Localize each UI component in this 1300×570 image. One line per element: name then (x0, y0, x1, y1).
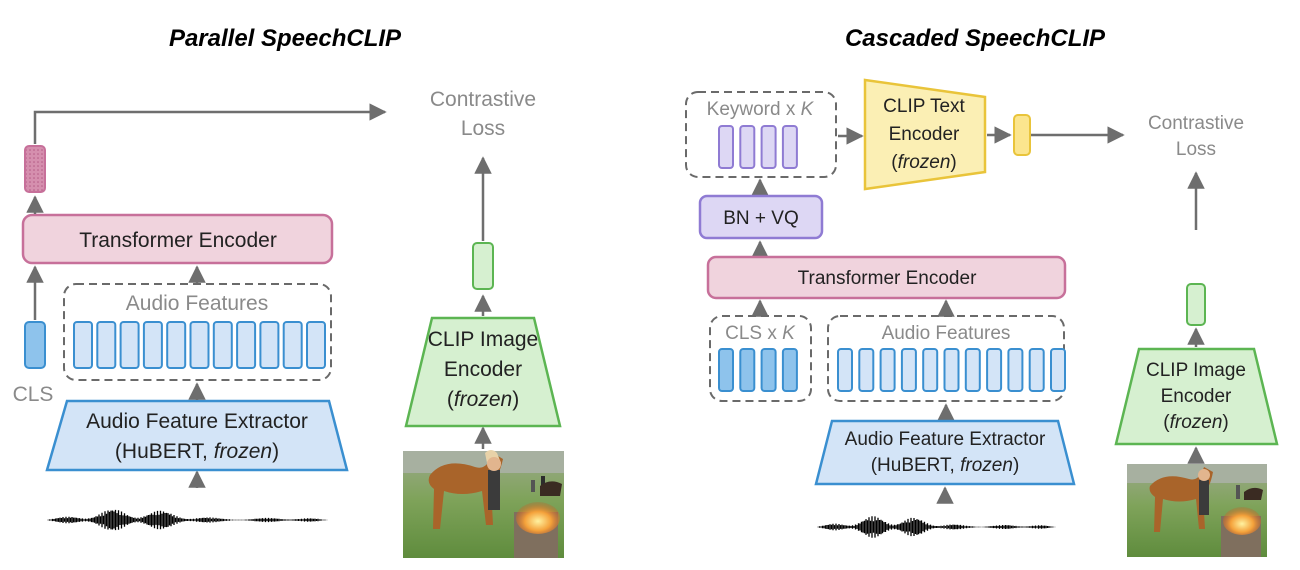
right-title: Cascaded SpeechCLIP (845, 25, 1106, 52)
arrow-output-to-loss (33, 103, 387, 144)
audio-feature-cell (1007, 348, 1024, 392)
keyword-cell (718, 125, 734, 169)
audio-feature-cell (259, 321, 280, 369)
right-bn-vq (698, 194, 824, 240)
audio-feature-cell (73, 321, 93, 369)
audio-feature-cell (943, 348, 960, 392)
right-keyword-label: Keyword x K (707, 99, 815, 120)
waveform-path (817, 516, 1056, 538)
left-horse-photo (403, 450, 564, 558)
audio-feature-cell (96, 321, 117, 369)
audio-feature-cell (119, 321, 140, 369)
keyword-cell (739, 125, 756, 169)
left-clip-image-line2: Encoder (444, 358, 522, 381)
cls-cell (760, 348, 777, 392)
audio-feature-cell (837, 348, 853, 392)
right-clip-text-encoder (863, 78, 987, 191)
right-keyword-cells (718, 125, 798, 169)
cls-cell (781, 348, 798, 392)
right-horse-photo (1127, 464, 1267, 557)
left-audio-feature-extractor (45, 399, 349, 472)
left-extractor-line2: (HuBERT, frozen) (115, 440, 279, 463)
left-image-embedding (472, 242, 494, 290)
left-audio-features-box (63, 283, 332, 381)
cls-cell (718, 348, 734, 392)
right-bnvq-label: BN + VQ (723, 208, 799, 229)
right-transformer-label: Transformer Encoder (798, 268, 977, 289)
right-extractor-line1: Audio Feature Extractor (845, 429, 1046, 450)
right-waveform (817, 516, 1056, 538)
left-clip-image-line3: (frozen) (447, 388, 519, 411)
right-loss-line2: Loss (1176, 139, 1216, 160)
audio-feature-cell (212, 321, 233, 369)
left-waveform (47, 509, 328, 531)
right-extractor-line2: (HuBERT, frozen) (871, 455, 1020, 476)
audio-feature-cell (986, 348, 1003, 392)
right-audio-feature-extractor (814, 419, 1076, 486)
left-audio-feature-cells (73, 321, 326, 369)
audio-feature-cell (236, 321, 257, 369)
audio-feature-cell (858, 348, 875, 392)
keyword-cell (760, 125, 777, 169)
audio-feature-cell (879, 348, 896, 392)
right-loss-line1: Contrastive (1148, 113, 1244, 134)
left-cls-token (24, 321, 46, 369)
audio-feature-cell (166, 321, 187, 369)
right-clip-image-line3: (frozen) (1163, 412, 1228, 433)
right-cls-cells (718, 348, 798, 392)
left-clip-image-encoder (404, 316, 562, 428)
right-clip-text-line1: CLIP Text (883, 96, 965, 117)
left-loss-line2: Loss (461, 117, 505, 140)
left-extractor-line1: Audio Feature Extractor (86, 410, 308, 433)
audio-feature-cell (1050, 348, 1066, 392)
right-cls-label: CLS x K (725, 323, 796, 344)
right-transformer-encoder (706, 255, 1067, 300)
left-audio-features-label: Audio Features (126, 292, 268, 315)
right-clip-image-line2: Encoder (1161, 386, 1232, 407)
right-image-embedding (1186, 283, 1206, 326)
audio-feature-cell (282, 321, 303, 369)
left-transformer-label: Transformer Encoder (79, 229, 277, 252)
right-cls-box (709, 315, 812, 402)
right-audio-feature-cells (837, 348, 1066, 392)
left-loss-line1: Contrastive (430, 88, 536, 111)
left-cls-label: CLS (13, 383, 54, 406)
right-text-embedding (1013, 114, 1031, 156)
right-clip-text-line2: Encoder (889, 124, 960, 145)
audio-feature-cell (1028, 348, 1045, 392)
audio-feature-cell (142, 321, 163, 369)
left-transformer-encoder (21, 213, 334, 265)
audio-feature-cell (922, 348, 939, 392)
left-cls-output-embedding (24, 145, 46, 193)
audio-feature-cell (306, 321, 326, 369)
right-keyword-box (685, 91, 837, 178)
keyword-cell (781, 125, 798, 169)
right-clip-image-line1: CLIP Image (1146, 360, 1246, 381)
left-clip-image-line1: CLIP Image (428, 328, 539, 351)
left-title: Parallel SpeechCLIP (169, 25, 402, 52)
audio-feature-cell (189, 321, 210, 369)
cls-cell (739, 348, 756, 392)
waveform-path (47, 509, 328, 531)
right-clip-text-line3: (frozen) (891, 152, 956, 173)
audio-feature-cell (964, 348, 981, 392)
right-audio-features-label: Audio Features (882, 323, 1011, 344)
audio-feature-cell (900, 348, 917, 392)
right-clip-image-encoder (1114, 347, 1279, 446)
